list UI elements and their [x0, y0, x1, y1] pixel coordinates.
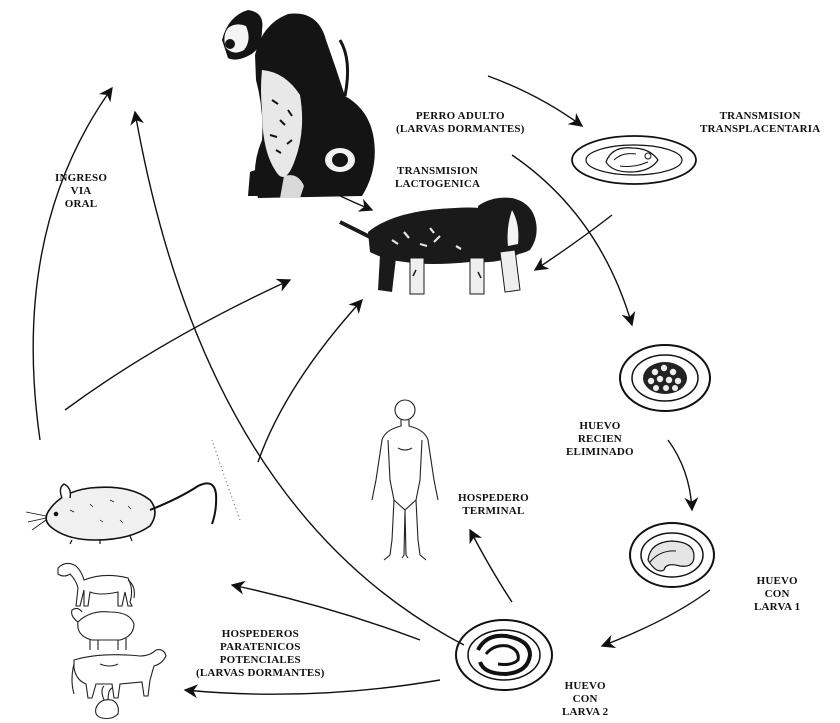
cow-illustration: [72, 650, 166, 698]
label-line: TRANSMISION: [395, 165, 480, 178]
label-transmision-transplacentaria: TRANSMISION TRANSPLACENTARIA: [700, 110, 820, 136]
label-line: (LARVAS DORMANTES): [396, 123, 525, 136]
arrow-egg-fresh-to-larva1: [668, 440, 692, 510]
rabbit-illustration: [96, 686, 119, 719]
egg-fresh-illustration: [620, 345, 710, 411]
label-line: HOSPEDERO: [458, 492, 529, 505]
label-hospederos-paratenicos: HOSPEDEROS PARATENICOS POTENCIALES (LARV…: [196, 628, 325, 680]
arrow-larva2-to-rabbit: [185, 680, 440, 694]
placenta-illustration: [572, 136, 696, 184]
arrow-larva1-to-larva2: [602, 590, 710, 646]
label-line: TRANSMISION: [700, 110, 820, 123]
arrow-mouse-to-puppy: [65, 280, 290, 410]
adult-dog-illustration: [222, 10, 375, 198]
puppy-illustration: [340, 198, 537, 294]
label-line: HUEVO: [562, 680, 608, 693]
label-ingreso-via-oral: INGRESO VIA ORAL: [55, 172, 107, 211]
label-perro-adulto: PERRO ADULTO (LARVAS DORMANTES): [396, 110, 525, 136]
arrow-placenta-to-puppy: [535, 215, 612, 270]
egg-larva-2-illustration: [456, 620, 552, 690]
arrow-dog-to-puppy: [338, 195, 372, 210]
label-line: HUEVO: [754, 575, 800, 588]
label-huevo-recien-eliminado: HUEVO RECIEN ELIMINADO: [566, 420, 634, 459]
label-line: PARATENICOS: [196, 641, 325, 654]
label-line: ELIMINADO: [566, 446, 634, 459]
label-line: (LARVAS DORMANTES): [196, 667, 325, 680]
sheep-illustration: [72, 608, 134, 650]
arrow-mouse-to-dog-outer: [33, 88, 112, 440]
horse-illustration: [58, 563, 134, 606]
label-line: HOSPEDEROS: [196, 628, 325, 641]
human-illustration: [372, 400, 438, 560]
label-line: CON: [562, 693, 608, 706]
label-line: CON: [754, 588, 800, 601]
label-line: RECIEN: [566, 433, 634, 446]
label-line: TRANSPLACENTARIA: [700, 123, 820, 136]
arrow-mouse-to-puppy-2: [258, 300, 362, 462]
label-line: TERMINAL: [458, 505, 529, 518]
label-huevo-con-larva-1: HUEVO CON LARVA 1: [754, 575, 800, 614]
arrow-larva2-to-human: [470, 530, 512, 602]
label-line: INGRESO: [55, 172, 107, 185]
label-huevo-con-larva-2: HUEVO CON LARVA 2: [562, 680, 608, 719]
label-line: LARVA 2: [562, 706, 608, 719]
label-line: PERRO ADULTO: [396, 110, 525, 123]
label-transmision-lactogenica: TRANSMISION LACTOGENICA: [395, 165, 480, 191]
label-line: ORAL: [55, 198, 107, 211]
label-line: HUEVO: [566, 420, 634, 433]
label-line: LARVA 1: [754, 601, 800, 614]
label-hospedero-terminal: HOSPEDERO TERMINAL: [458, 492, 529, 518]
mouse-illustration: [26, 483, 216, 544]
label-line: POTENCIALES: [196, 654, 325, 667]
egg-larva-1-illustration: [630, 523, 714, 587]
label-line: LACTOGENICA: [395, 178, 480, 191]
label-line: VIA: [55, 185, 107, 198]
